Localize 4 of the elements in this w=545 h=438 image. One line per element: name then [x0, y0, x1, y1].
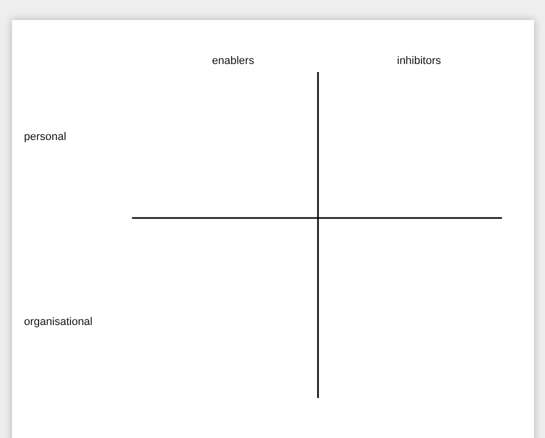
row-heading: organisational [24, 316, 92, 328]
row-heading: personal [24, 131, 66, 143]
column-heading: enablers [212, 55, 254, 67]
column-heading: inhibitors [397, 55, 442, 67]
